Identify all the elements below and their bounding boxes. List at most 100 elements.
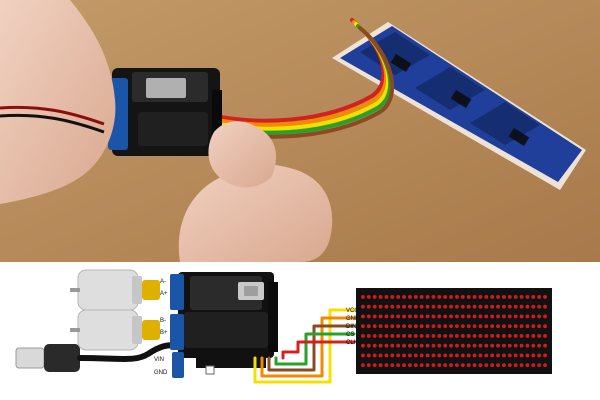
matrix-led-dot	[455, 324, 459, 329]
matrix-led-dot	[513, 294, 518, 299]
matrix-led-dot	[396, 353, 401, 358]
matrix-led-dot	[502, 353, 506, 358]
matrix-led-dot	[437, 314, 442, 319]
matrix-led-dot	[537, 294, 542, 299]
matrix-led-dot	[419, 333, 424, 338]
matrix-led-dot	[478, 363, 483, 368]
matrix-led-dot	[413, 304, 418, 309]
matrix-led-dot	[425, 314, 430, 319]
matrix-led-dot	[460, 324, 465, 329]
label-a-minus: A-	[160, 279, 166, 285]
matrix-led-dot	[372, 324, 377, 329]
matrix-led-dot	[531, 363, 536, 368]
matrix-led-dot	[390, 333, 395, 338]
matrix-led-dot	[408, 353, 412, 358]
matrix-led-dot	[419, 294, 424, 299]
matrix-led-dot	[443, 353, 448, 358]
matrix-led-dot	[531, 333, 536, 338]
motor-terminal-block	[170, 274, 184, 378]
matrix-led-dot	[455, 363, 459, 368]
matrix-led-dot	[425, 304, 430, 309]
matrix-led-dot	[408, 304, 412, 309]
matrix-led-dot	[484, 304, 489, 309]
matrix-led-dot	[402, 363, 406, 368]
matrix-led-dot	[425, 353, 430, 358]
matrix-led-dot	[513, 353, 518, 358]
matrix-led-dot	[396, 314, 401, 319]
matrix-led-dot	[390, 314, 395, 319]
matrix-led-dot	[384, 353, 389, 358]
matrix-led-dot	[372, 304, 377, 309]
nodemcu-board-icon	[178, 272, 278, 375]
matrix-led-dot	[484, 314, 489, 319]
matrix-led-dot	[472, 343, 477, 348]
matrix-led-dot	[396, 333, 401, 338]
label-clk: CLK	[346, 340, 358, 346]
matrix-led-dot	[431, 333, 436, 338]
matrix-led-dot	[502, 363, 506, 368]
matrix-led-dot	[402, 314, 406, 319]
matrix-led-dot	[378, 324, 383, 329]
matrix-led-dot	[478, 314, 483, 319]
matrix-led-dot	[408, 294, 412, 299]
matrix-led-dot	[543, 294, 547, 299]
matrix-led-dot	[384, 324, 389, 329]
wire-pair-left-2	[0, 113, 105, 134]
matrix-led-dot	[443, 314, 448, 319]
matrix-led-dot	[425, 324, 430, 329]
matrix-led-dot	[449, 363, 453, 368]
matrix-led-dot	[496, 343, 500, 348]
matrix-led-dot	[496, 333, 500, 338]
matrix-led-dot	[419, 353, 424, 358]
matrix-led-dot	[513, 333, 518, 338]
matrix-led-dot	[437, 353, 442, 358]
matrix-led-dot	[402, 324, 406, 329]
matrix-led-dot	[507, 314, 512, 319]
matrix-led-dot	[525, 294, 530, 299]
matrix-led-dot	[408, 314, 412, 319]
matrix-led-dot	[537, 343, 542, 348]
matrix-led-dot	[413, 314, 418, 319]
matrix-led-dot	[490, 314, 495, 319]
matrix-led-dot	[378, 333, 383, 338]
matrix-led-dot	[372, 314, 377, 319]
matrix-led-dot	[502, 294, 506, 299]
matrix-led-dot	[408, 324, 412, 329]
matrix-led-dot	[531, 343, 536, 348]
matrix-led-dot	[478, 294, 483, 299]
usb-cable-icon	[15, 342, 181, 372]
matrix-led-dot	[525, 343, 530, 348]
matrix-led-dot	[490, 324, 495, 329]
matrix-led-dot	[378, 294, 383, 299]
matrix-led-dot	[537, 333, 542, 338]
matrix-led-dot	[460, 333, 465, 338]
matrix-led-dot	[537, 353, 542, 358]
matrix-led-dot	[408, 333, 412, 338]
matrix-led-dot	[396, 304, 401, 309]
matrix-led-dot	[390, 304, 395, 309]
matrix-led-dot	[443, 343, 448, 348]
matrix-led-dot	[472, 324, 477, 329]
label-gnd: GND	[154, 370, 168, 376]
matrix-led-dot	[466, 314, 471, 319]
matrix-led-dot	[449, 314, 453, 319]
matrix-led-dot	[455, 353, 459, 358]
matrix-led-dot	[460, 363, 465, 368]
matrix-led-dot	[361, 363, 365, 368]
matrix-led-dot	[525, 363, 530, 368]
matrix-led-dot	[507, 343, 512, 348]
matrix-led-dot	[466, 353, 471, 358]
matrix-led-dot	[490, 294, 495, 299]
matrix-led-dot	[390, 363, 395, 368]
matrix-led-dot	[413, 353, 418, 358]
dc-motor-icon	[70, 269, 160, 351]
matrix-led-dot	[513, 343, 518, 348]
matrix-led-dot	[484, 294, 489, 299]
matrix-led-dot	[443, 304, 448, 309]
matrix-led-dot	[502, 343, 506, 348]
matrix-led-dot	[431, 314, 436, 319]
matrix-led-dot	[455, 343, 459, 348]
matrix-led-dot	[419, 324, 424, 329]
matrix-led-dot	[472, 294, 477, 299]
matrix-led-dot	[372, 333, 377, 338]
